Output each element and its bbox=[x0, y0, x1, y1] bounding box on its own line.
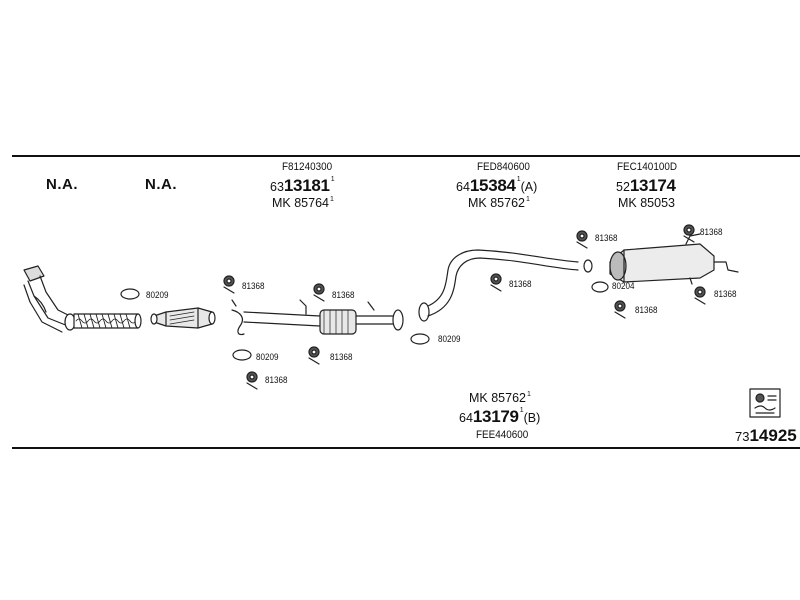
mk-sup: 1 bbox=[525, 196, 530, 203]
na-label-2: N.A. bbox=[145, 176, 177, 193]
bottom-divider bbox=[12, 447, 800, 449]
fitting-kit-icon bbox=[749, 388, 781, 418]
label-gasket-c: 80209 bbox=[438, 334, 461, 345]
label-gasket-a: 80209 bbox=[146, 290, 169, 301]
front-pipe-drawing bbox=[231, 299, 404, 336]
label-rubber-e: 81368 bbox=[509, 279, 532, 290]
rubber-mount-icon bbox=[683, 224, 695, 243]
center-pipe-drawing bbox=[418, 249, 593, 322]
front-pipe-ref: F81240300 bbox=[282, 161, 333, 173]
catalog-main: 14925 bbox=[749, 426, 797, 445]
pn-prefix: 64 bbox=[459, 411, 473, 425]
pn-prefix: 63 bbox=[270, 180, 284, 194]
label-rubber-d: 81368 bbox=[265, 375, 288, 386]
rear-muffler-mk: MK 85053 bbox=[618, 196, 675, 210]
label-gasket-b: 80209 bbox=[256, 352, 279, 363]
pn-suffix: (B) bbox=[523, 411, 541, 425]
center-pipe-mk: MK 857621 bbox=[468, 196, 530, 210]
gasket-icon bbox=[591, 281, 609, 293]
na-label-1: N.A. bbox=[46, 176, 78, 193]
rubber-mount-icon bbox=[576, 230, 588, 249]
gasket-icon bbox=[410, 333, 430, 345]
label-rubber-f: 81368 bbox=[595, 233, 618, 244]
rubber-mount-icon bbox=[614, 300, 626, 319]
pn-main: 13181 bbox=[283, 176, 330, 195]
label-rubber-g: 81368 bbox=[700, 227, 723, 238]
label-rubber-h: 81368 bbox=[714, 289, 737, 300]
mk-sup: 1 bbox=[329, 196, 334, 203]
center-pipe-alt-mk: MK 857621 bbox=[469, 391, 531, 405]
center-pipe-part-number: 64153841(A) bbox=[456, 176, 538, 195]
rubber-mount-icon bbox=[313, 283, 325, 302]
front-pipe-mk: MK 857641 bbox=[272, 196, 334, 210]
pn-prefix: 52 bbox=[616, 180, 630, 194]
mk-text: MK 85762 bbox=[469, 391, 526, 405]
rubber-mount-icon bbox=[694, 286, 706, 305]
label-rubber-i: 81368 bbox=[635, 305, 658, 316]
center-pipe-alt-ref: FEE440600 bbox=[476, 429, 529, 441]
catalytic-converter-drawing bbox=[150, 307, 216, 329]
front-pipe-part-number: 63131811 bbox=[270, 176, 335, 195]
gasket-icon bbox=[120, 288, 140, 300]
pn-prefix: 64 bbox=[456, 180, 470, 194]
rear-muffler-part-number: 5213174 bbox=[616, 177, 676, 194]
mk-sup: 1 bbox=[526, 391, 531, 398]
pn-main: 13179 bbox=[472, 407, 519, 426]
label-rubber-a: 81368 bbox=[242, 281, 265, 292]
rubber-mount-icon bbox=[246, 371, 258, 390]
rubber-mount-icon bbox=[490, 273, 502, 292]
center-pipe-ref: FED840600 bbox=[477, 161, 530, 173]
pn-main: 13174 bbox=[629, 176, 676, 195]
label-gasket-d: 80204 bbox=[612, 281, 635, 292]
mk-text: MK 85762 bbox=[468, 196, 525, 210]
rubber-mount-icon bbox=[308, 346, 320, 365]
catalog-prefix: 73 bbox=[735, 429, 750, 444]
pn-sup: 1 bbox=[330, 176, 335, 183]
label-rubber-b: 81368 bbox=[332, 290, 355, 301]
top-divider bbox=[12, 155, 800, 157]
label-rubber-c: 81368 bbox=[330, 352, 353, 363]
pn-sup: 1 bbox=[516, 176, 521, 183]
pn-main: 15384 bbox=[469, 176, 516, 195]
rubber-mount-icon bbox=[223, 275, 235, 294]
exhaust-manifold-drawing bbox=[23, 265, 142, 333]
pn-suffix: (A) bbox=[520, 180, 538, 194]
center-pipe-alt-part-number: 64131791(B) bbox=[459, 407, 541, 426]
gasket-icon bbox=[232, 349, 252, 361]
rear-muffler-ref: FEC140100D bbox=[617, 161, 677, 173]
catalog-number: 7314925 bbox=[735, 427, 797, 444]
pn-sup: 1 bbox=[519, 407, 524, 414]
mk-text: MK 85764 bbox=[272, 196, 329, 210]
rear-muffler-drawing bbox=[609, 233, 739, 285]
